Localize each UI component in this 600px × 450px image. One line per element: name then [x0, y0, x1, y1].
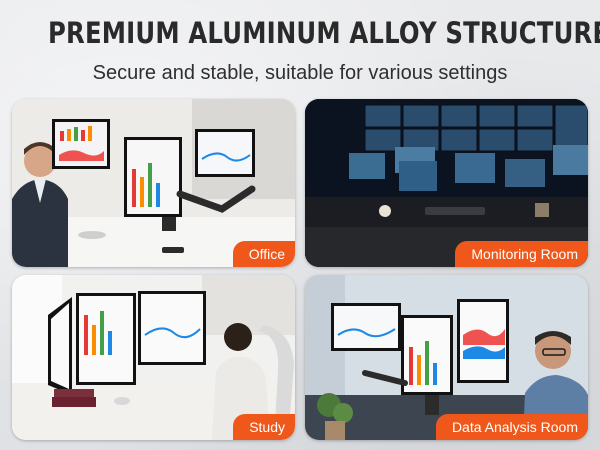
monitoring-room-label: Monitoring Room [455, 241, 588, 267]
data-analysis-room-photo-panel: Data Analysis Room [305, 275, 588, 440]
page-subtitle: Secure and stable, suitable for various … [92, 62, 508, 84]
office-photo-panel: Office [12, 99, 295, 267]
study-label: Study [233, 414, 295, 440]
page-title: PREMIUM ALUMINUM ALLOY STRUCTURE [48, 16, 600, 50]
monitoring-room-photo-panel: Monitoring Room [305, 99, 588, 267]
study-photo-panel: Study [12, 275, 295, 440]
office-scene-image [12, 99, 295, 267]
data-analysis-room-scene-image [305, 275, 588, 440]
data-analysis-room-label: Data Analysis Room [435, 414, 588, 440]
monitoring-room-scene-image [305, 99, 588, 267]
study-scene-image [12, 275, 295, 440]
office-label: Office [232, 241, 295, 267]
